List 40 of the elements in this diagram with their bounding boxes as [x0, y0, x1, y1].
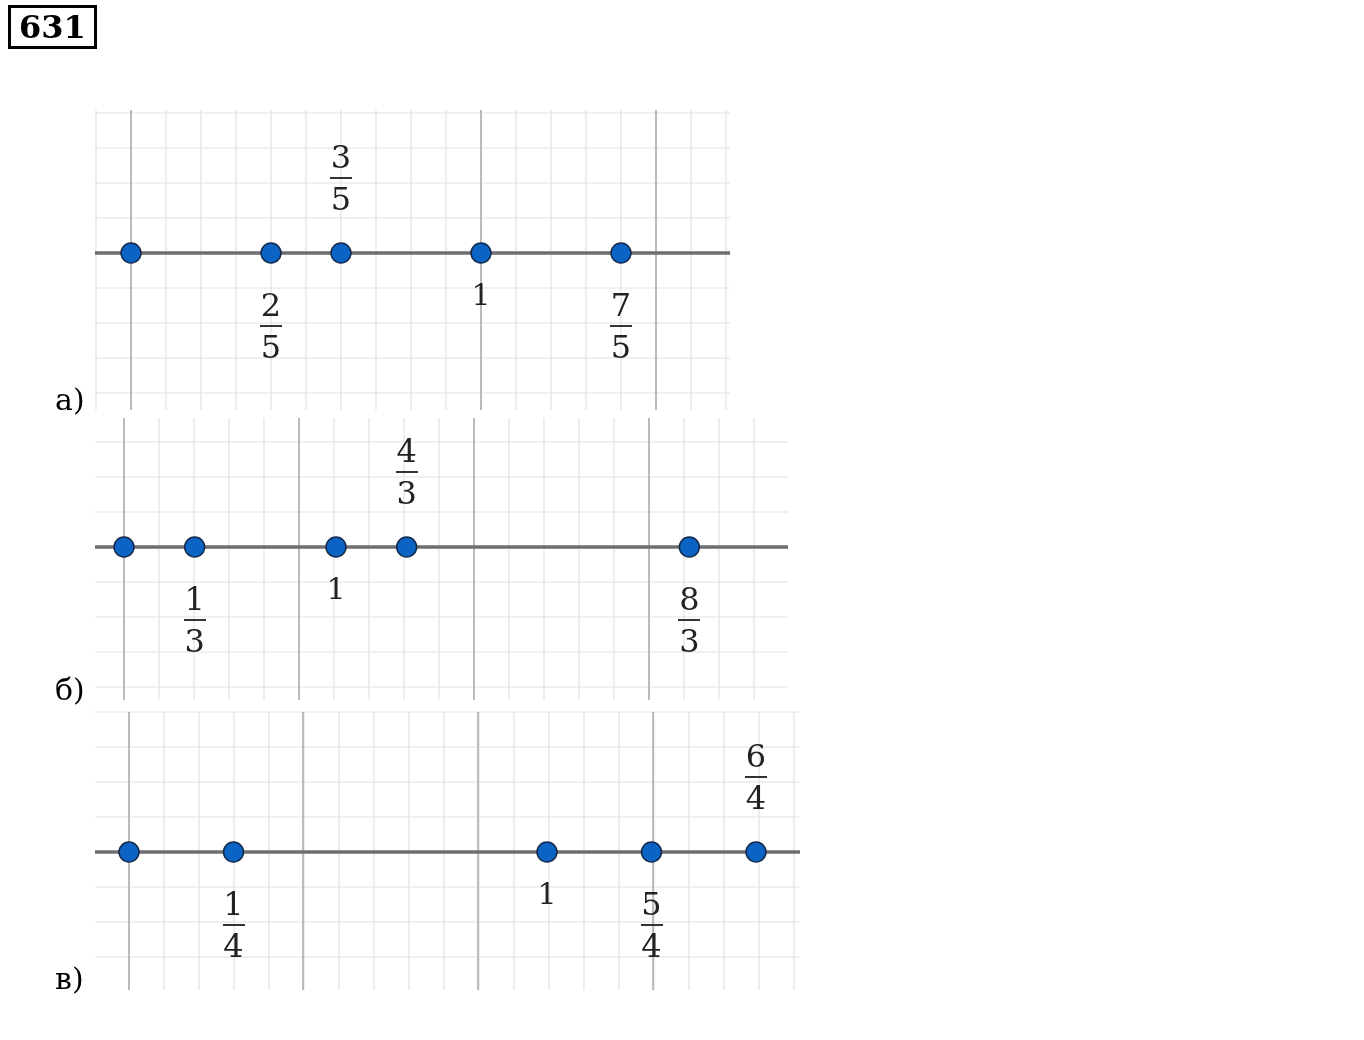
- numerator: 5: [641, 886, 662, 922]
- denominator: 5: [610, 329, 632, 365]
- exercise-number: 631: [8, 5, 97, 49]
- part-label: в): [55, 962, 84, 996]
- point-dot: [678, 536, 701, 558]
- point-dot: [222, 841, 245, 863]
- part-label: а): [55, 383, 85, 417]
- numerator: 8: [679, 581, 700, 617]
- numerator: 3: [330, 139, 352, 175]
- denominator: 4: [745, 780, 767, 816]
- denominator: 3: [184, 623, 205, 659]
- numerator: 2: [260, 287, 282, 323]
- point-dot: [745, 841, 767, 863]
- numerator: 4: [396, 433, 417, 469]
- point-dot: [330, 242, 352, 264]
- denominator: 5: [330, 181, 352, 217]
- denominator: 4: [223, 928, 244, 964]
- point-dot: [183, 536, 206, 558]
- point-dot: [120, 242, 142, 264]
- point-dot: [325, 536, 347, 558]
- point-dot: [113, 536, 135, 558]
- point-dot: [395, 536, 418, 558]
- numerator: 7: [610, 287, 632, 323]
- point-dot: [260, 242, 282, 264]
- denominator: 5: [260, 329, 282, 365]
- point-dot: [118, 841, 140, 863]
- numerator: 1: [184, 581, 205, 617]
- denominator: 3: [396, 475, 417, 511]
- denominator: 4: [641, 928, 662, 964]
- point-dot: [610, 242, 632, 264]
- point-label: 1: [326, 573, 346, 605]
- denominator: 3: [679, 623, 700, 659]
- point-dot: [640, 841, 663, 863]
- point-label: 1: [537, 878, 557, 910]
- numerator: 6: [745, 738, 767, 774]
- numerator: 1: [223, 886, 244, 922]
- point-label: 1: [471, 279, 491, 311]
- point-dot: [470, 242, 492, 264]
- part-label: б): [55, 673, 85, 707]
- point-dot: [536, 841, 558, 863]
